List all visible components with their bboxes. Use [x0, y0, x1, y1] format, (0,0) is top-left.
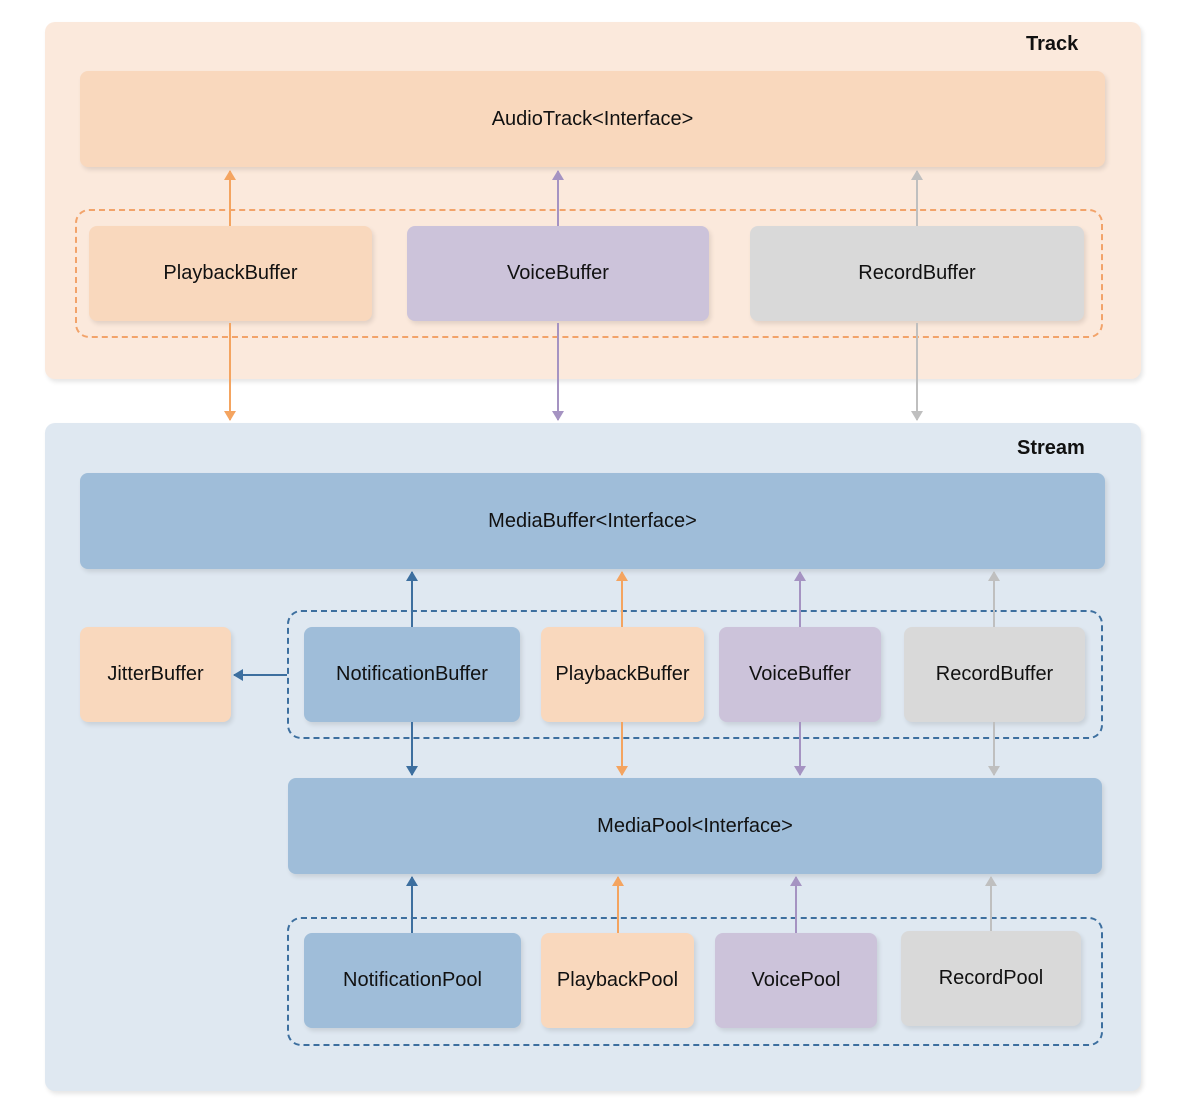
audiotrack-interface-label: AudioTrack<Interface> — [491, 107, 694, 130]
mediapool-interface-box: MediaPool<Interface> — [288, 778, 1102, 874]
track-buffers-group — [75, 209, 1103, 338]
stream-voicebuffer-label: VoiceBuffer — [749, 663, 851, 685]
track-panel-title: Track — [1026, 33, 1079, 55]
track-recordbuffer-box: RecordBuffer — [750, 226, 1084, 321]
stream-playbackbuffer-label: PlaybackBuffer — [555, 663, 690, 685]
recordpool-label: RecordPool — [938, 967, 1044, 989]
track-playbackbuffer-box: PlaybackBuffer — [89, 226, 372, 321]
stream-panel-title: Stream — [1017, 437, 1085, 459]
track-voicebuffer-label: VoiceBuffer — [507, 262, 609, 284]
stream-recordbuffer-label: RecordBuffer — [935, 663, 1054, 685]
recordpool-box: RecordPool — [901, 931, 1081, 1026]
jitterbuffer-box: JitterBuffer — [80, 627, 231, 722]
voicepool-label: VoicePool — [751, 969, 841, 991]
audiotrack-interface-box: AudioTrack<Interface> — [80, 71, 1105, 167]
jitterbuffer-label: JitterBuffer — [107, 663, 204, 685]
stream-notificationbuffer-label: NotificationBuffer — [336, 663, 488, 685]
track-voicebuffer-box: VoiceBuffer — [407, 226, 709, 321]
stream-buffers-group — [287, 610, 1103, 739]
stream-voicebuffer-box: VoiceBuffer — [719, 627, 881, 722]
track-playbackbuffer-label: PlaybackBuffer — [163, 262, 298, 284]
mediapool-interface-label: MediaPool<Interface> — [597, 814, 793, 837]
notificationpool-label: NotificationPool — [343, 969, 482, 991]
playbackpool-label: PlaybackPool — [556, 969, 679, 991]
mediabuffer-interface-box: MediaBuffer<Interface> — [80, 473, 1105, 569]
notificationpool-box: NotificationPool — [304, 933, 521, 1028]
playbackpool-box: PlaybackPool — [541, 933, 694, 1028]
stream-notificationbuffer-box: NotificationBuffer — [304, 627, 520, 722]
track-recordbuffer-label: RecordBuffer — [858, 262, 976, 284]
mediabuffer-interface-label: MediaBuffer<Interface> — [488, 509, 697, 532]
stream-recordbuffer-box: RecordBuffer — [904, 627, 1085, 722]
stream-playbackbuffer-box: PlaybackBuffer — [541, 627, 704, 722]
voicepool-box: VoicePool — [715, 933, 877, 1028]
stream-pools-group — [287, 917, 1103, 1046]
